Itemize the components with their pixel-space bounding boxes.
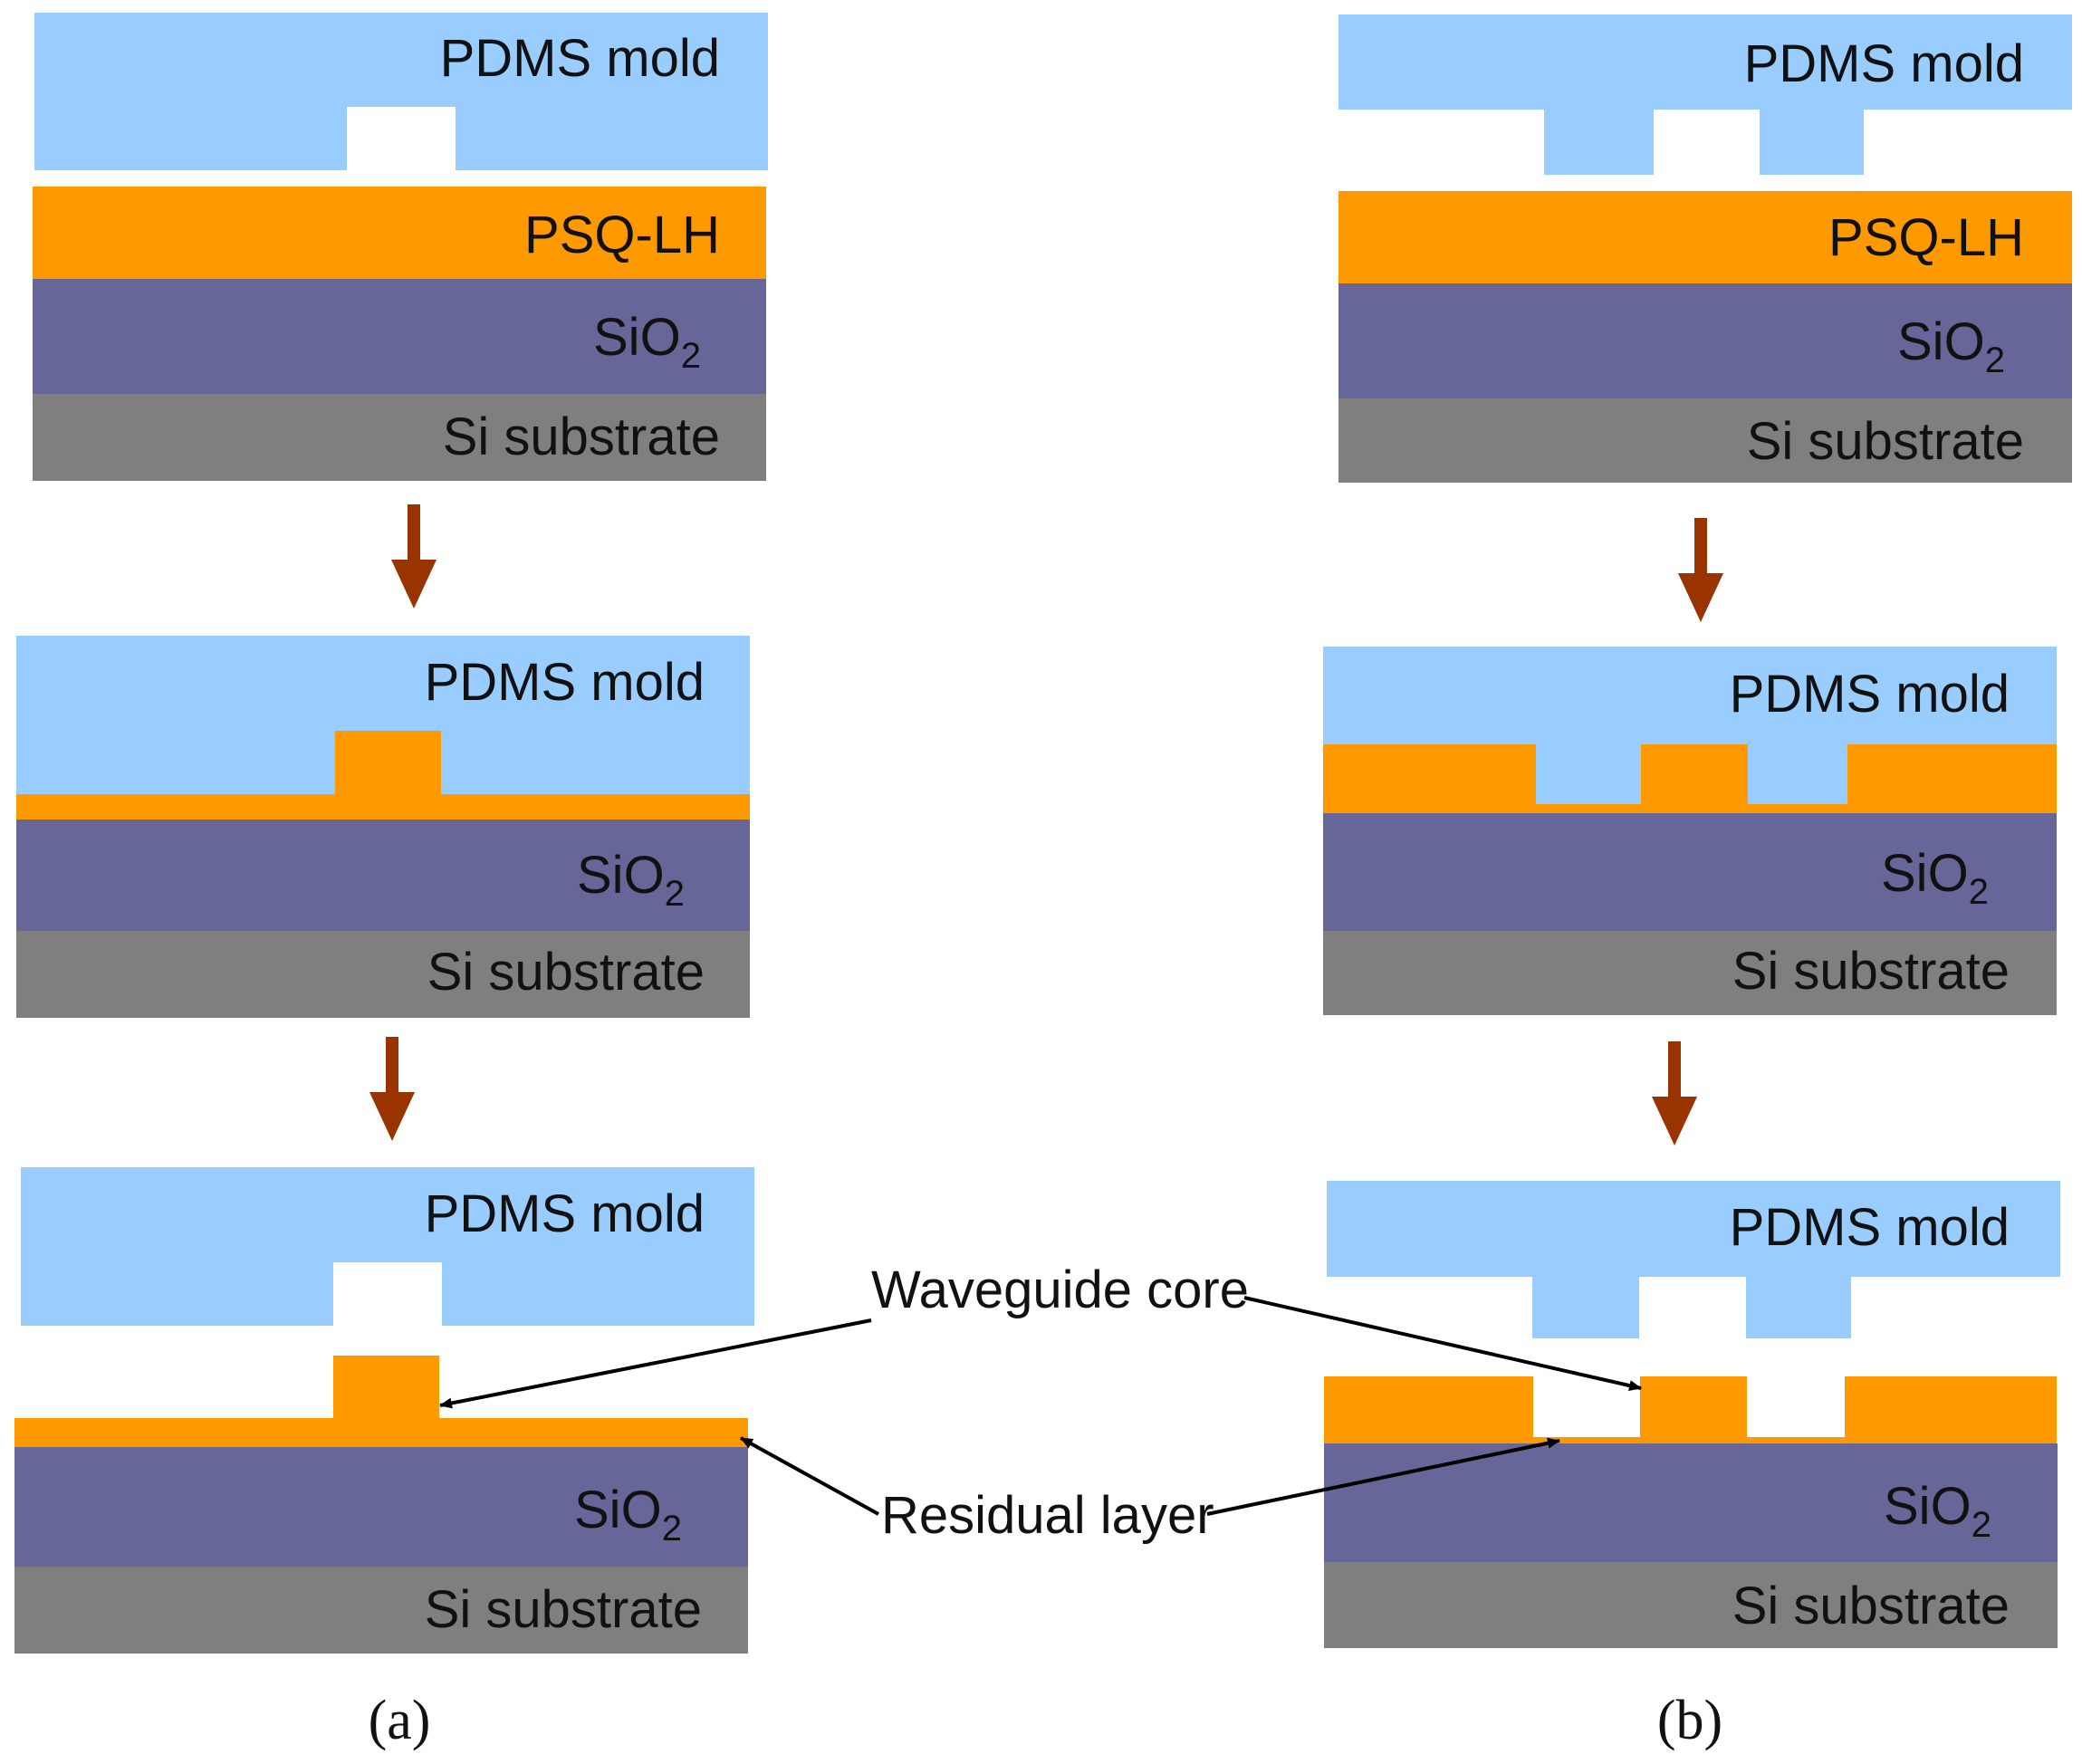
caption-a: (a) <box>369 1690 431 1751</box>
sio2-layer-b1 <box>1338 283 2072 398</box>
psq-layer-a2 <box>16 731 750 820</box>
si-substrate-b1 <box>1338 398 2072 483</box>
psq-layer-a3 <box>14 1356 748 1447</box>
sio2-layer-a1 <box>33 279 766 394</box>
residual-layer-annotation: Residual layer <box>740 1436 1560 1545</box>
pdms-label: PDMS mold <box>1730 665 2010 724</box>
pointer-arrow <box>1243 1296 1642 1391</box>
waveguide-core-label: Waveguide core <box>871 1261 1249 1319</box>
psq-layer-b1 <box>1338 191 2072 283</box>
pointer-arrow <box>740 1436 879 1516</box>
si-label: Si substrate <box>443 407 720 466</box>
si-label: Si substrate <box>1732 942 2010 1001</box>
pdms-label: PDMS mold <box>1730 1198 2010 1257</box>
si-label: Si substrate <box>1732 1577 2010 1635</box>
panel-a-step1: PDMS mold PSQ-LH SiO2 Si substrate <box>33 13 768 481</box>
pdms-mold-a3 <box>21 1167 754 1326</box>
panel-a-step3: PDMS mold SiO2 Si substrate <box>14 1167 754 1654</box>
pdms-mold-b3 <box>1327 1181 2060 1338</box>
down-arrow-icon <box>1678 518 1723 622</box>
sio2-label: SiO2 <box>593 308 701 376</box>
panel-b-step1: PDMS mold PSQ-LH SiO2 Si substrate <box>1338 14 2072 483</box>
sio2-label: SiO2 <box>1881 844 1989 912</box>
si-label: Si substrate <box>425 1580 702 1639</box>
down-arrow-icon <box>391 504 437 609</box>
si-substrate-a3 <box>14 1567 748 1654</box>
pointer-arrow <box>1206 1437 1560 1516</box>
si-label: Si substrate <box>1747 412 2024 471</box>
panel-b-step3: PDMS mold SiO2 Si substrate <box>1324 1181 2060 1648</box>
si-substrate-a1 <box>33 394 766 481</box>
pdms-label: PDMS mold <box>425 653 705 712</box>
panel-b-step2: PDMS mold SiO2 Si substrate <box>1323 647 2057 1015</box>
si-substrate-b3 <box>1324 1562 2058 1648</box>
sio2-label: SiO2 <box>574 1481 682 1548</box>
pdms-mold-b1 <box>1338 14 2072 175</box>
sio2-label: SiO2 <box>577 846 685 914</box>
pdms-mold-a1 <box>34 13 768 170</box>
down-arrow-icon <box>1652 1041 1697 1146</box>
residual-layer-label: Residual layer <box>881 1486 1214 1545</box>
sio2-label: SiO2 <box>1884 1477 1991 1545</box>
psq-layer-b2 <box>1323 744 2057 813</box>
waveguide-core-annotation: Waveguide core <box>439 1261 1642 1409</box>
pdms-label: PDMS mold <box>1744 34 2024 93</box>
psq-layer-b3 <box>1324 1376 2057 1443</box>
sio2-layer-b2 <box>1323 813 2057 931</box>
pdms-mold-a2 <box>16 636 750 794</box>
psq-label: PSQ-LH <box>524 206 720 264</box>
pdms-label: PDMS mold <box>440 29 720 88</box>
sio2-layer-a3 <box>14 1447 748 1567</box>
pointer-arrow <box>439 1318 872 1409</box>
si-substrate-b2 <box>1323 931 2057 1015</box>
down-arrow-icon <box>369 1037 415 1141</box>
sio2-label: SiO2 <box>1897 312 2005 380</box>
pdms-label: PDMS mold <box>425 1184 705 1243</box>
panel-a-step2: PDMS mold SiO2 Si substrate <box>16 636 750 1018</box>
psq-layer-a1 <box>33 187 766 279</box>
sio2-layer-a2 <box>16 820 750 931</box>
psq-label: PSQ-LH <box>1828 208 2024 267</box>
pdms-mold-b2 <box>1323 647 2057 804</box>
si-label: Si substrate <box>427 943 705 1002</box>
caption-b: (b) <box>1657 1690 1722 1751</box>
si-substrate-a2 <box>16 931 750 1018</box>
